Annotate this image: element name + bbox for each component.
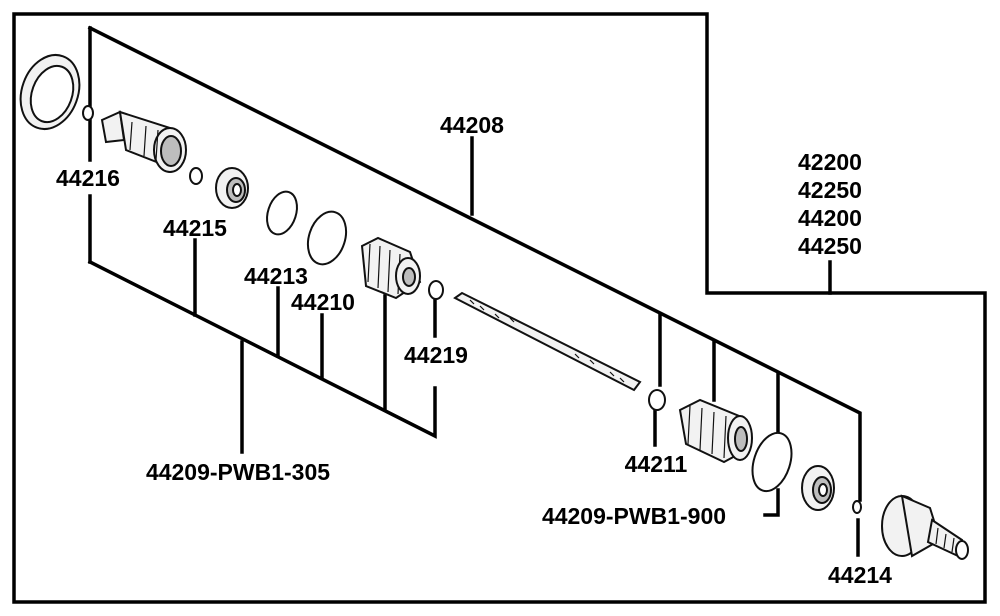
callout-44214: 44214 — [828, 562, 892, 588]
clip-outer-icon — [648, 389, 666, 411]
callout-44211: 44211 — [625, 451, 688, 477]
bracket-outer-kit — [763, 488, 780, 517]
boot-band-outer-icon — [751, 431, 793, 493]
diagram-frame — [12, 12, 987, 604]
outer-boot-icon — [678, 398, 753, 464]
boot-band-large-icon — [306, 210, 348, 266]
snap-ring-inner-icon — [189, 167, 203, 185]
leader-44208-diagonal — [87, 25, 862, 502]
tripod-bearing-icon — [215, 167, 249, 209]
callout-44216: 44216 — [56, 165, 120, 191]
clip-inner-icon — [428, 280, 444, 300]
callout-44208: 44208 — [440, 112, 504, 138]
callout-44209-PWB1-900: 44209-PWB1-900 — [542, 503, 726, 529]
callout-44215: 44215 — [163, 215, 227, 241]
assembly-label-2: 42250 — [798, 177, 862, 203]
axle-shaft-icon — [453, 291, 642, 392]
inner-boot-icon — [360, 236, 422, 300]
callout-44219: 44219 — [404, 342, 468, 368]
callout-44210: 44210 — [291, 289, 355, 315]
assembly-label-1: 42200 — [798, 149, 862, 175]
outer-bearing-icon — [801, 465, 835, 511]
seal-ring-icon — [19, 54, 81, 130]
washer-icon — [82, 105, 94, 121]
callout-44209-PWB1-305: 44209-PWB1-305 — [146, 459, 330, 485]
washer-outer-icon — [852, 500, 862, 514]
bracket-inner-kit — [87, 259, 437, 439]
outer-cv-joint-icon — [881, 494, 969, 560]
callout-44213: 44213 — [244, 263, 308, 289]
inner-cv-housing-icon — [100, 110, 187, 173]
assembly-label-3: 44200 — [798, 205, 862, 231]
boot-band-small-icon — [266, 190, 298, 236]
assembly-label-4: 44250 — [798, 233, 862, 259]
